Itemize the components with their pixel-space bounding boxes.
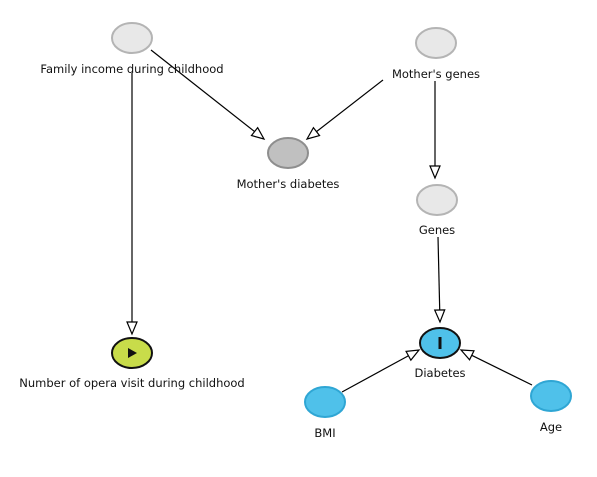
arrowhead xyxy=(126,321,138,336)
node-family-income-shape[interactable] xyxy=(111,22,153,54)
node-mothers-genes[interactable]: Mother's genes xyxy=(392,27,480,81)
arrowhead xyxy=(305,126,321,140)
node-mothers-diabetes[interactable]: Mother's diabetes xyxy=(237,137,340,191)
node-genes[interactable]: Genes xyxy=(416,184,458,237)
edges-layer xyxy=(126,49,533,393)
arrowhead xyxy=(459,349,475,361)
node-bmi-shape[interactable] xyxy=(304,386,346,418)
node-mothers-diabetes-label: Mother's diabetes xyxy=(237,177,340,191)
outcome-bar-icon xyxy=(438,337,442,349)
node-age-label: Age xyxy=(540,420,562,434)
node-age[interactable]: Age xyxy=(530,380,572,434)
node-age-shape[interactable] xyxy=(530,380,572,412)
edge-line xyxy=(437,236,441,311)
node-genes-label: Genes xyxy=(419,223,455,237)
edge-family-income-to-opera-visits xyxy=(126,73,138,336)
node-diabetes-label: Diabetes xyxy=(414,366,465,380)
edge-genes-to-diabetes xyxy=(433,236,446,324)
edge-line xyxy=(316,79,384,133)
node-mothers-genes-shape[interactable] xyxy=(415,27,457,59)
nodes-layer: Family income during childhood Mother's g… xyxy=(19,22,572,440)
node-diabetes[interactable]: Diabetes xyxy=(414,327,466,380)
edge-mothers-genes-to-mothers-diabetes xyxy=(305,79,384,140)
edge-family-income-to-mothers-diabetes xyxy=(150,49,266,140)
node-genes-shape[interactable] xyxy=(416,184,458,216)
edge-mothers-genes-to-genes xyxy=(429,81,441,180)
exposure-play-icon xyxy=(128,348,137,358)
edge-bmi-to-diabetes xyxy=(341,349,421,393)
edge-line xyxy=(150,49,255,133)
arrowhead xyxy=(405,349,421,362)
node-bmi-label: BMI xyxy=(314,426,335,440)
node-bmi[interactable]: BMI xyxy=(304,386,346,440)
node-family-income-label: Family income during childhood xyxy=(40,62,223,76)
node-opera-visits[interactable]: Number of opera visit during childhood xyxy=(19,337,245,390)
node-mothers-diabetes-shape[interactable] xyxy=(267,137,309,169)
arrowhead xyxy=(250,126,266,140)
edge-line xyxy=(341,355,409,393)
edge-line xyxy=(471,354,533,386)
node-opera-visits-label: Number of opera visit during childhood xyxy=(19,376,245,390)
edge-age-to-diabetes xyxy=(459,349,533,386)
node-family-income[interactable]: Family income during childhood xyxy=(40,22,224,76)
arrowhead xyxy=(433,309,446,324)
node-mothers-genes-label: Mother's genes xyxy=(392,67,480,81)
arrowhead xyxy=(429,165,441,180)
